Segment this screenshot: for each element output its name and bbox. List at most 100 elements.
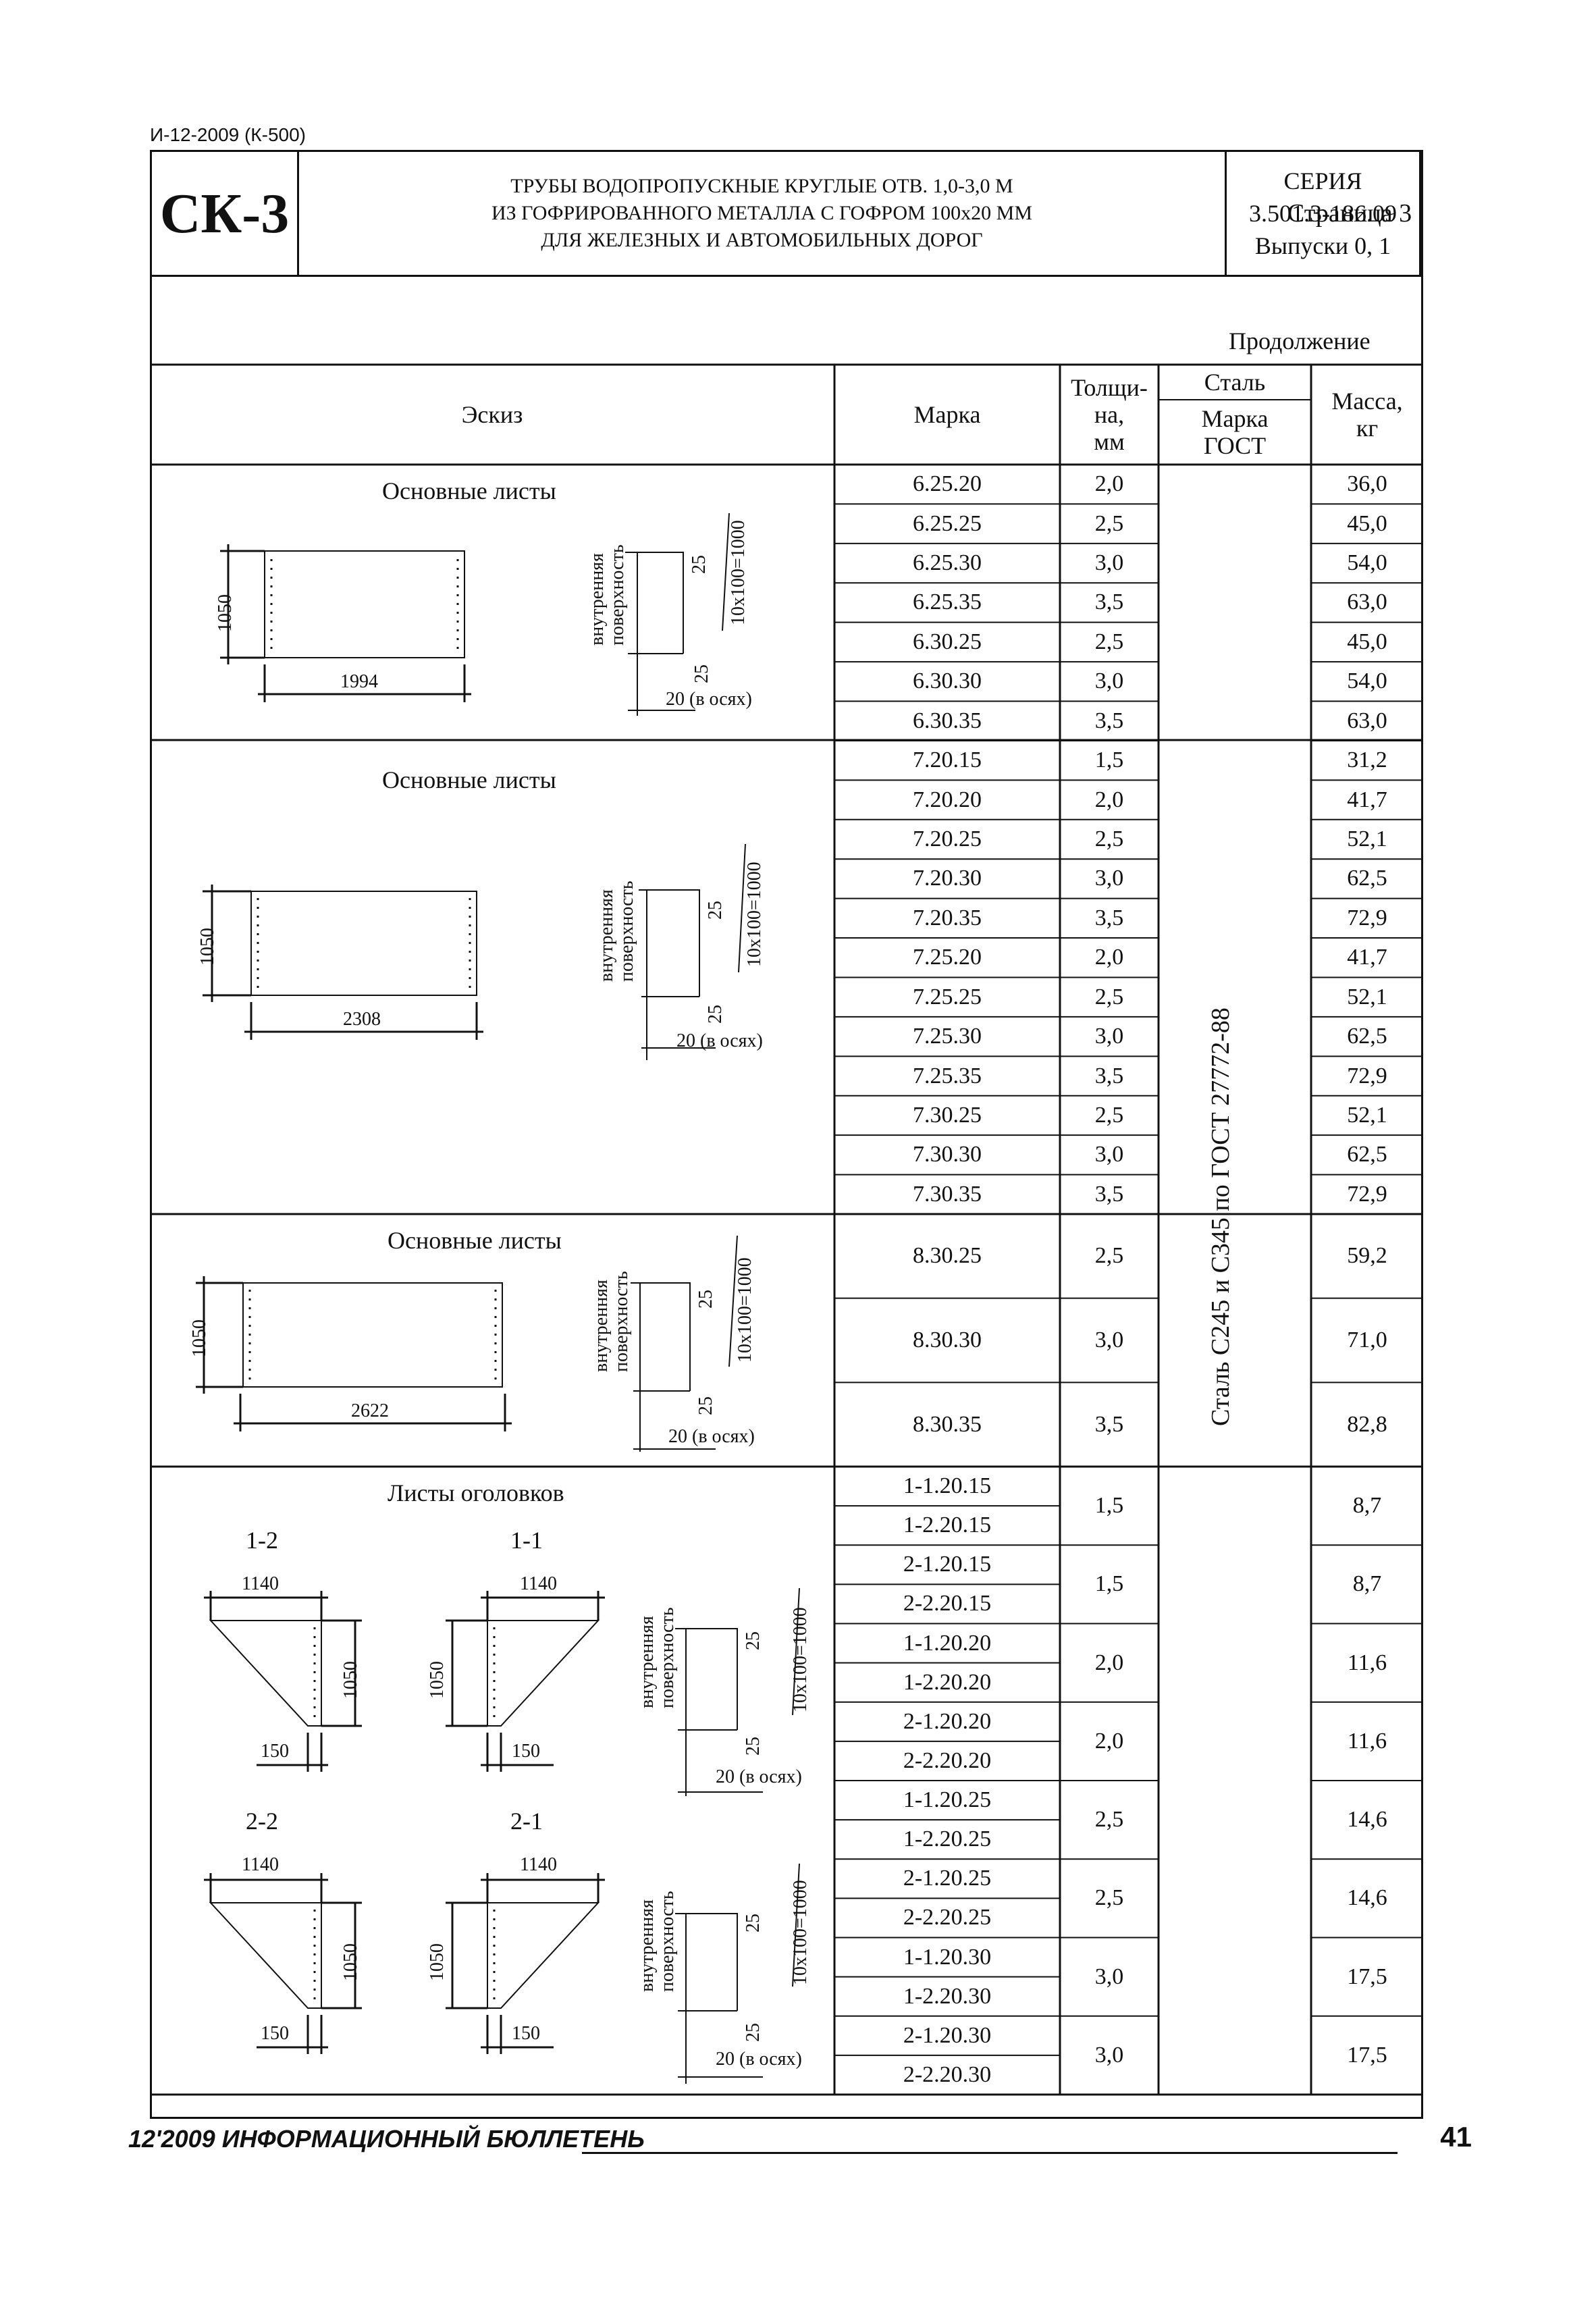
row-mark: 1-1.20.15 [903,1473,992,1499]
bottom-width-dimension: 150 [512,2023,540,2044]
height-dimension: 1050 [340,1943,361,1981]
row-thickness: 2,5 [1094,510,1124,536]
row-mass: 72,9 [1347,1181,1387,1207]
row-mark: 2-2.20.25 [903,1905,992,1930]
corrugation-height-label: 25 [705,1005,726,1024]
row-thickness: 3,0 [1094,1964,1124,1989]
row-thickness: 1,5 [1094,747,1124,773]
title-line: ТРУБЫ ВОДОПРОПУСКНЫЕ КРУГЛЫЕ ОТВ. 1,0-3,… [510,175,1013,197]
row-mark: 1-2.20.20 [903,1669,992,1695]
row-mass: 36,0 [1347,471,1387,497]
row-mass: 17,5 [1347,2042,1387,2068]
bulletin-title: 12'2009 ИНФОРМАЦИОННЫЙ БЮЛЛЕТЕНЬ [128,2125,645,2153]
sheet-code: СК-3 [152,152,299,275]
row-thickness: 2,5 [1094,1885,1124,1911]
pitch-label: 10х100=1000 [728,520,749,625]
title-line: ИЗ ГОФРИРОВАННОГО МЕТАЛЛА С ГОФРОМ 100х2… [491,202,1033,224]
row-mark: 7.30.35 [913,1181,982,1207]
row-mark: 6.25.30 [913,550,982,576]
row-mark: 8.30.35 [913,1411,982,1437]
col-header-mark: Марка [913,401,981,428]
row-thickness: 2,5 [1094,1102,1124,1128]
row-mark: 2-2.20.20 [903,1747,992,1773]
row-mass: 8,7 [1352,1571,1382,1597]
row-mass: 82,8 [1347,1411,1387,1437]
row-thickness: 3,0 [1094,1327,1124,1352]
header-line: Толщи- [1071,374,1148,401]
section-title: Листы оголовков [388,1479,564,1506]
height-dimension: 1050 [340,1661,361,1699]
height-dimension: 1050 [427,1661,448,1699]
row-thickness: 2,5 [1094,984,1124,1009]
row-mark: 6.30.25 [913,629,982,654]
axes-label: 20 (в осях) [666,689,752,710]
corrugation-height-label: 25 [705,901,726,920]
corrugation-height-label: 25 [743,1631,764,1650]
row-thickness: 1,5 [1094,1571,1124,1597]
row-mass: 62,5 [1347,1024,1387,1049]
bottom-width-dimension: 150 [261,1741,289,1762]
corrugation-height-label: 25 [743,2023,764,2042]
section-title: Основные листы [382,477,556,504]
row-mass: 41,7 [1347,945,1387,970]
row-mark: 2-2.20.30 [903,2061,992,2087]
row-mark: 2-1.20.25 [903,1866,992,1891]
row-mass: 52,1 [1347,826,1387,851]
row-mark: 2-1.20.20 [903,1708,992,1734]
series-line: 3.501.3-186.09 [1249,200,1397,227]
row-mass: 72,9 [1347,1063,1387,1088]
axes-label: 20 (в осях) [716,1766,802,1787]
view-label: 1-1 [510,1527,543,1554]
row-mark: 7.25.20 [913,945,982,970]
row-mass: 8,7 [1352,1493,1382,1519]
row-mark: 7.30.25 [913,1102,982,1128]
corrugation-height-label: 25 [691,664,712,683]
height-dimension: 1050 [197,928,218,966]
top-width-dimension: 1140 [242,1854,279,1875]
corrugation-height-label: 25 [689,555,710,574]
pitch-label: 10х100=1000 [790,1880,811,1985]
row-mark: 7.25.35 [913,1063,982,1088]
row-thickness: 2,0 [1094,471,1124,497]
row-thickness: 2,0 [1094,945,1124,970]
row-thickness: 2,0 [1094,1728,1124,1754]
corrugation-height-label: 25 [743,1914,764,1932]
header-line: мм [1094,428,1125,455]
sheet-outline [250,891,477,996]
view-label: 1-2 [246,1527,278,1554]
bottom-width-dimension: 150 [512,1741,540,1762]
row-mark: 7.25.30 [913,1024,982,1049]
row-mark: 7.25.25 [913,984,982,1009]
title-line: ДЛЯ ЖЕЛЕЗНЫХ И АВТОМОБИЛЬНЫХ ДОРОГ [541,229,983,251]
row-mark: 7.20.20 [913,787,982,812]
row-mass: 63,0 [1347,708,1387,733]
width-dimension: 1994 [340,671,378,692]
col-header-mass: Масса, кг [1311,365,1423,465]
row-mass: 52,1 [1347,984,1387,1009]
row-thickness: 2,0 [1094,787,1124,812]
footer-rule [582,2152,1398,2154]
row-mark: 1-1.20.30 [903,1944,992,1970]
corrugation-profile [631,1235,738,1452]
series-line: СЕРИЯ [1283,167,1362,194]
row-mass: 72,9 [1347,905,1387,930]
page-footer: 12'2009 ИНФОРМАЦИОННЫЙ БЮЛЛЕТЕНЬ 41 [128,2121,1472,2154]
row-mass: 54,0 [1347,550,1387,576]
page-number: 41 [1440,2121,1472,2153]
row-mass: 62,5 [1347,866,1387,891]
row-mark: 1-2.20.30 [903,1983,992,2009]
col-header-steel-grade: Марка ГОСТ [1159,400,1311,465]
sheet-outline [264,550,465,658]
row-mass: 63,0 [1347,589,1387,615]
row-mass: 62,5 [1347,1142,1387,1167]
continuation-label: Продолжение [1229,327,1371,354]
top-width-dimension: 1140 [520,1854,557,1875]
series-line: Выпуски 0, 1 [1254,232,1391,259]
view-label: 2-1 [510,1808,543,1835]
table-frame [150,277,1423,2119]
row-mark: 6.30.35 [913,708,982,733]
